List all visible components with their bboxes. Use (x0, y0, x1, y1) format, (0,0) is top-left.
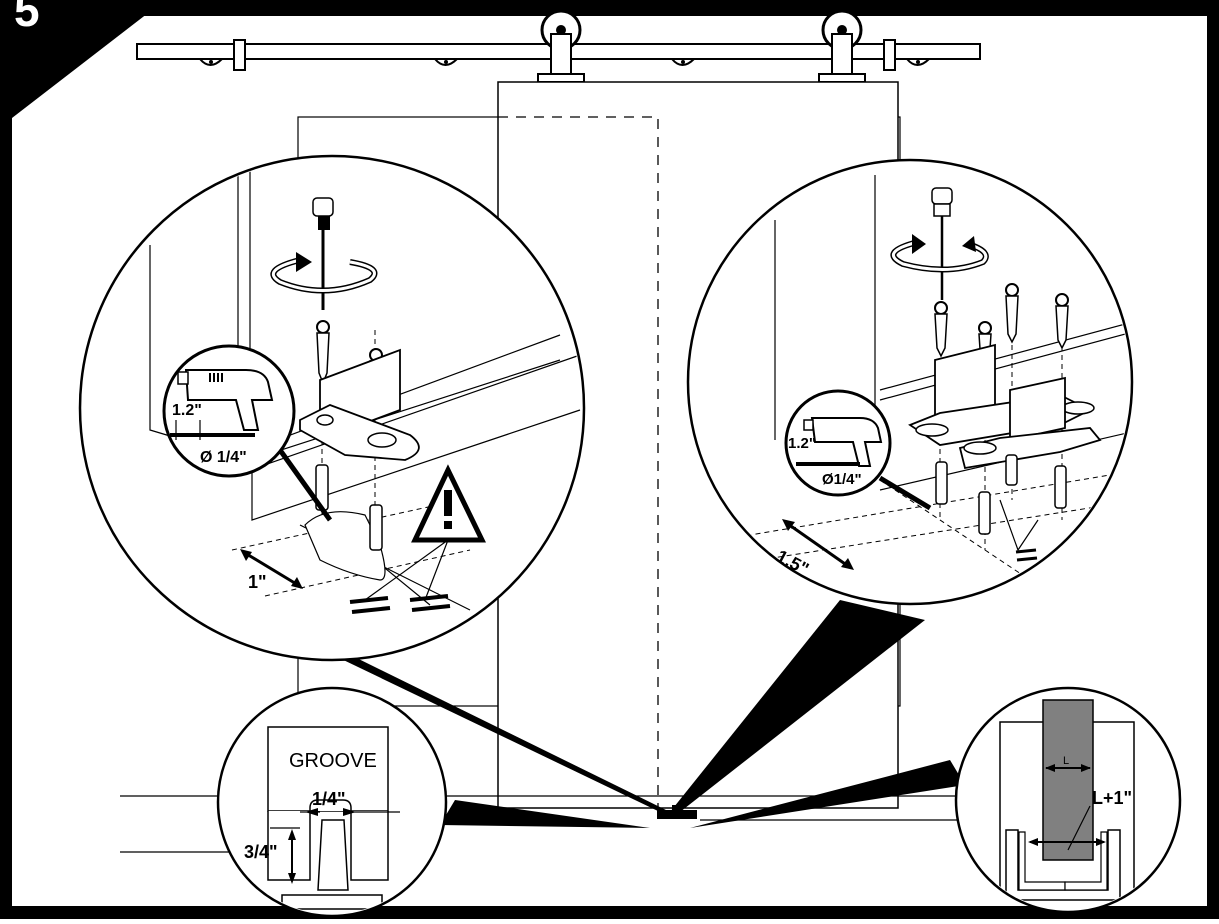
floor-guide (657, 810, 697, 819)
step-number: 5 (14, 0, 40, 36)
floor-guide-bracket (299, 348, 420, 461)
step-badge (0, 0, 165, 919)
equal-sign-icon (349, 594, 451, 614)
anchor-icon (935, 454, 1067, 535)
rotation-arrow-icon (890, 234, 989, 273)
groove-title: GROOVE (289, 750, 377, 772)
groove-depth-label: 3/4" (244, 842, 278, 862)
anchor-icon (315, 464, 383, 551)
offset-dimension-arrow (244, 551, 299, 587)
groove-width-label: 1/4" (312, 789, 346, 809)
right-offset-dimension-arrow (787, 522, 849, 568)
left-offset-label: 1" (248, 572, 267, 592)
left-depth-label: 1.2" (172, 402, 202, 419)
drill-icon (796, 417, 883, 467)
right-depth-label: 1.2" (788, 435, 816, 452)
callout-pointers (260, 600, 965, 828)
screwdriver-handle (312, 197, 334, 217)
guide-clearance-detail: L L+1" (954, 686, 1182, 914)
equal-sign-icon (999, 499, 1039, 562)
door-edge (1042, 699, 1094, 861)
left-install-detail: 1" 1.2" Ø 1/4" (78, 154, 586, 662)
drill-inset-left: 1.2" Ø 1/4" (162, 344, 333, 522)
groove-detail: GROOVE 1/4" 3/4" (216, 686, 448, 918)
right-install-detail: 1.5" 1.2" Ø1/4" (686, 158, 1134, 606)
guide-clearance-label: L+1" (1092, 788, 1132, 808)
right-diameter-label: Ø1/4" (822, 471, 862, 488)
warning-triangle-icon (364, 464, 486, 601)
rotation-arrow-icon (270, 252, 378, 294)
door-closed-outline (498, 116, 659, 808)
drill-icon (170, 369, 274, 440)
drill-inset-right: 1.2" Ø1/4" (784, 389, 932, 511)
left-diameter-label: Ø 1/4" (200, 449, 247, 466)
guide-L-label: L (1063, 755, 1069, 767)
floor-guide-bracket (908, 343, 1102, 470)
hanger-wheel-right (818, 9, 866, 83)
hanger-wheel-left (537, 9, 585, 83)
